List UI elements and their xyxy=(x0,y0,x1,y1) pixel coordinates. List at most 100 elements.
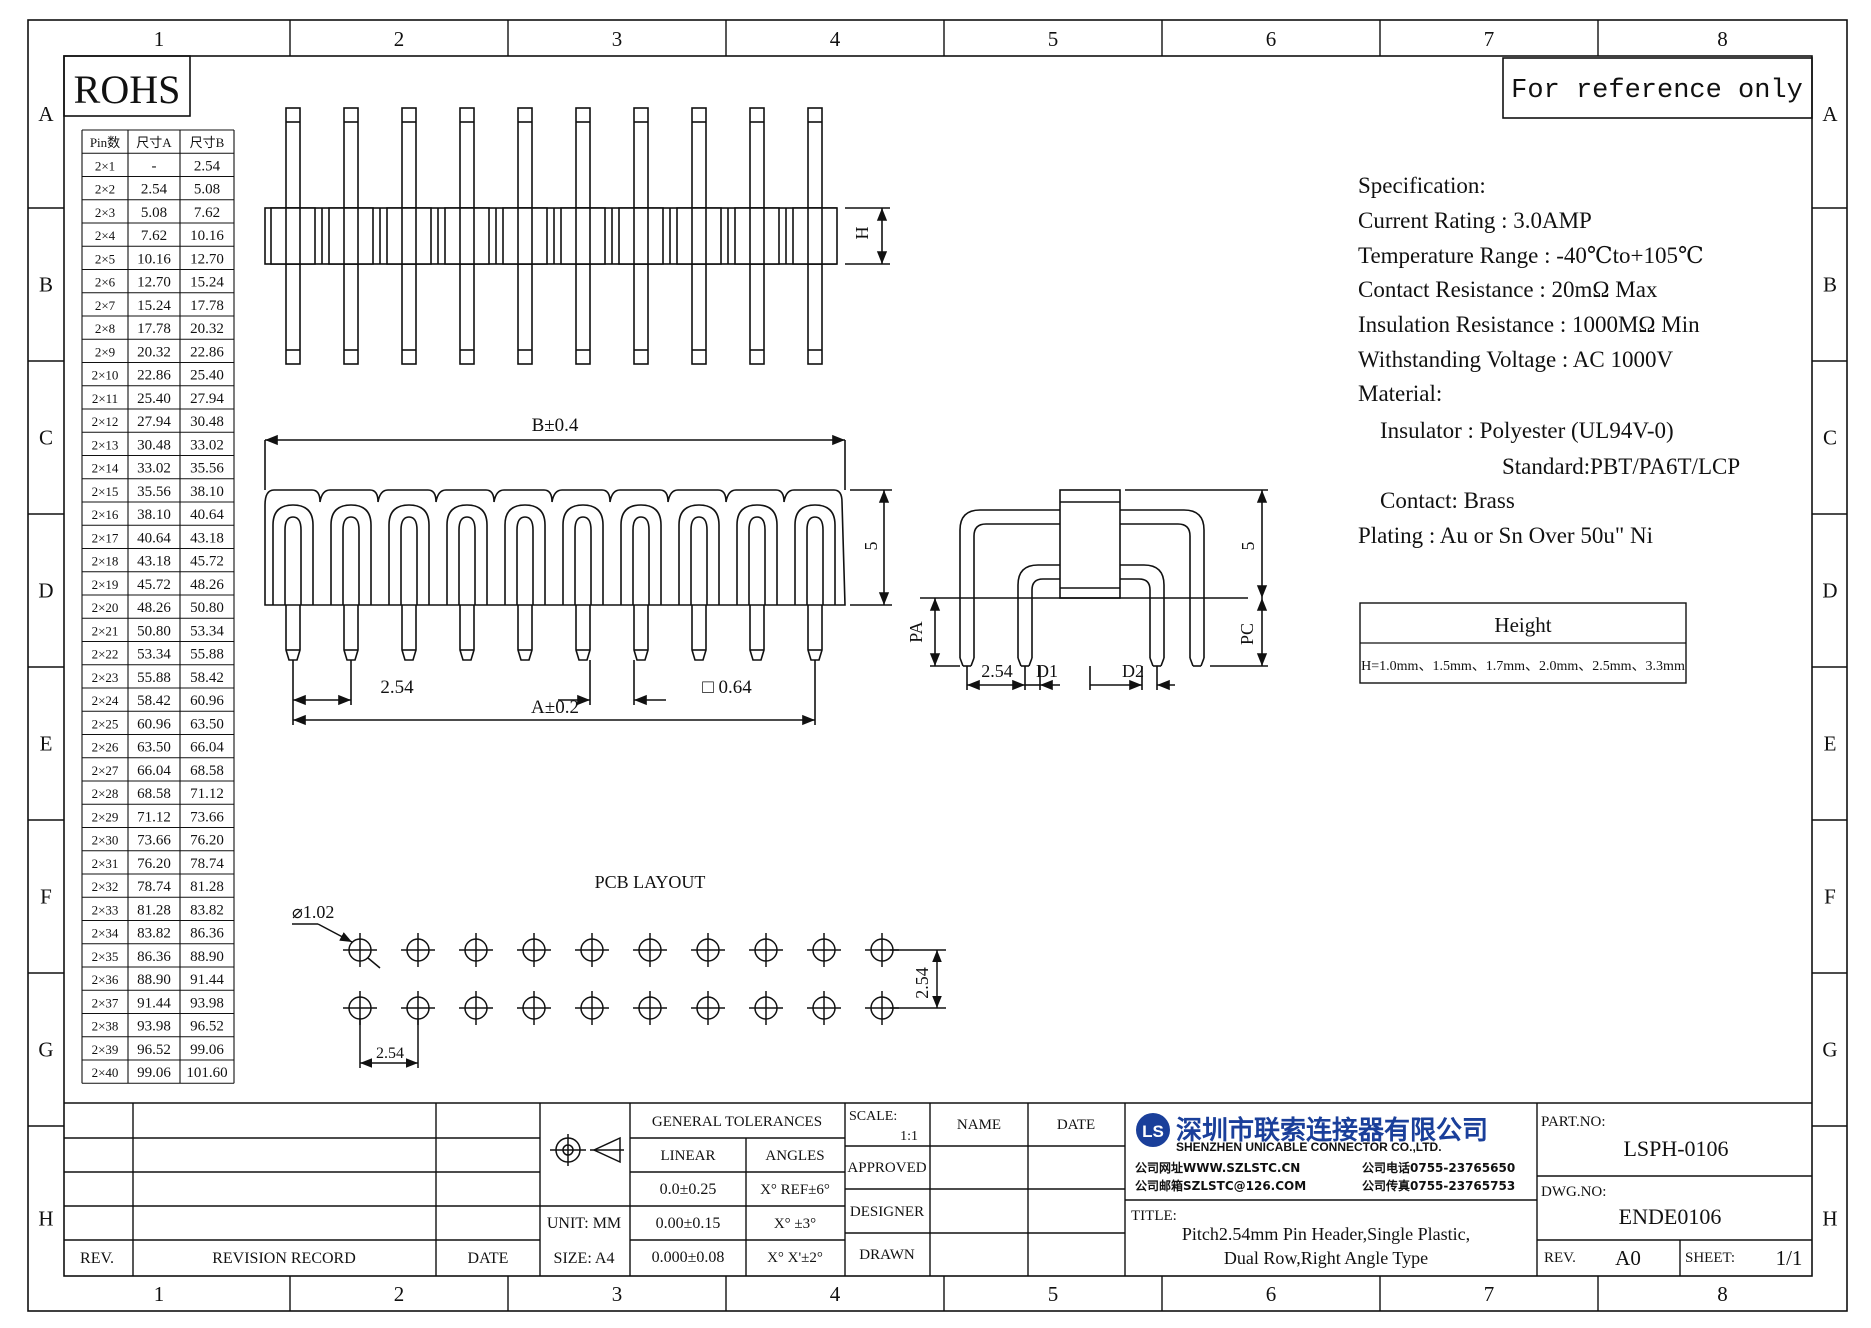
dim-pitch-label: 2.54 xyxy=(380,677,414,698)
zone-column-bottom-1: 1 xyxy=(154,1282,165,1306)
table-cell: 45.72 xyxy=(190,554,224,570)
table-cell: 58.42 xyxy=(190,670,224,686)
dim-pin-square-label: □ 0.64 xyxy=(702,677,752,698)
table-cell: 88.90 xyxy=(137,972,171,988)
table-cell: 63.50 xyxy=(137,740,171,756)
table-cell: 15.24 xyxy=(137,298,171,314)
pcb-col-pitch-label: 2.54 xyxy=(376,1045,404,1062)
side-pin-tip xyxy=(1189,657,1194,667)
pin-loop-outer xyxy=(562,504,604,605)
zone-column-bottom-6: 6 xyxy=(1266,1282,1277,1306)
table-cell: 66.04 xyxy=(137,763,171,779)
zone-row-right-G: G xyxy=(1822,1038,1837,1062)
table-cell: 2×4 xyxy=(95,228,116,243)
table-cell: 2×5 xyxy=(95,251,115,266)
linear-label: LINEAR xyxy=(661,1148,716,1164)
company-website: 公司网址WWW.SZLSTC.CN xyxy=(1135,1160,1300,1175)
table-cell: 2×32 xyxy=(92,879,119,894)
table-cell: 22.86 xyxy=(137,368,171,384)
zone-column-bottom-7: 7 xyxy=(1484,1282,1495,1306)
angles-label: ANGLES xyxy=(765,1148,824,1164)
spec-line: Insulation Resistance : 1000MΩ Min xyxy=(1358,312,1700,337)
pin-loop-outer xyxy=(272,504,314,605)
table-cell: 2×36 xyxy=(92,972,119,987)
table-cell: 71.12 xyxy=(137,809,171,825)
projection-symbol xyxy=(550,1134,624,1166)
table-cell: 2×15 xyxy=(92,484,119,499)
sheet-label: SHEET: xyxy=(1685,1250,1735,1266)
height-box-title: Height xyxy=(1494,613,1551,637)
zone-row-right-A: A xyxy=(1822,102,1838,126)
table-cell: 68.58 xyxy=(190,763,224,779)
side-pin-long-outer xyxy=(959,509,1060,658)
table-cell: 40.64 xyxy=(137,530,171,546)
table-cell: 35.56 xyxy=(137,484,171,500)
revision-record-header: REVISION RECORD xyxy=(212,1250,356,1267)
height-box-values: H=1.0mm、1.5mm、1.7mm、2.0mm、2.5mm、3.3mm xyxy=(1361,659,1685,674)
pin-loop-outer xyxy=(504,504,546,605)
pin-loop-outer xyxy=(388,504,430,605)
table-header-1: 尺寸A xyxy=(136,135,172,150)
pin-loop-inner xyxy=(516,516,534,605)
table-cell: 83.82 xyxy=(190,902,224,918)
table-cell: 2×33 xyxy=(92,902,119,917)
table-cell: 2×13 xyxy=(92,437,119,452)
table-cell: 2×6 xyxy=(95,275,116,290)
revision-date-header: DATE xyxy=(468,1250,509,1267)
table-cell: 22.86 xyxy=(190,344,224,360)
designer-label: DESIGNER xyxy=(850,1204,924,1220)
side-pin-short-inner xyxy=(1031,578,1060,658)
table-cell: 2×26 xyxy=(92,740,119,755)
zone-column-top-5: 5 xyxy=(1048,27,1059,51)
pcb-hole-leader xyxy=(367,957,381,969)
title-block xyxy=(64,1102,1812,1276)
pin-leg xyxy=(633,605,649,661)
dim-d2-label: D2 xyxy=(1122,661,1144,681)
table-cell: 81.28 xyxy=(137,902,171,918)
scale-label: SCALE: xyxy=(849,1109,897,1124)
front-view-drawing xyxy=(264,434,892,726)
rev-value: A0 xyxy=(1615,1246,1641,1270)
side-pin-short-inner xyxy=(1120,578,1151,658)
angle-tolerance-3: X° X'±2° xyxy=(767,1250,823,1266)
table-cell: 43.18 xyxy=(190,530,224,546)
zone-column-bottom-3: 3 xyxy=(612,1282,623,1306)
top-view-drawing xyxy=(264,107,890,365)
general-tolerances-label: GENERAL TOLERANCES xyxy=(652,1114,822,1130)
name-header: NAME xyxy=(957,1117,1001,1133)
pin-loop-inner xyxy=(806,516,824,605)
zone-column-top-6: 6 xyxy=(1266,27,1277,51)
zone-row-right-F: F xyxy=(1824,885,1836,909)
side-pin-tip xyxy=(970,657,975,667)
pin-loop-inner xyxy=(748,516,766,605)
pcb-hole-leader xyxy=(317,923,353,943)
table-cell: 17.78 xyxy=(137,321,171,337)
zone-column-top-2: 2 xyxy=(394,27,405,51)
table-cell: 93.98 xyxy=(190,995,224,1011)
zone-column-top-7: 7 xyxy=(1484,27,1495,51)
table-cell: 2.54 xyxy=(141,182,168,198)
pcb-layout-drawing xyxy=(292,923,946,1068)
svg-text:LS: LS xyxy=(1142,1122,1164,1141)
zone-column-bottom-5: 5 xyxy=(1048,1282,1059,1306)
table-cell: 33.02 xyxy=(190,437,224,453)
zone-column-top-1: 1 xyxy=(154,27,165,51)
dim-d1-label: D1 xyxy=(1036,661,1058,681)
table-cell: 25.40 xyxy=(190,368,224,384)
dim-5-front-label: 5 xyxy=(861,542,881,551)
company-logo: LS xyxy=(1136,1113,1170,1147)
table-cell: 53.34 xyxy=(190,623,224,639)
table-cell: 2×1 xyxy=(95,158,115,173)
dim-pa-label: PA xyxy=(906,621,926,642)
pin-loop-inner xyxy=(690,516,708,605)
table-cell: 2×16 xyxy=(92,507,119,522)
side-view-drawing xyxy=(920,489,1268,691)
unit-label: UNIT: MM xyxy=(547,1215,621,1232)
drawing-title-line2: Dual Row,Right Angle Type xyxy=(1224,1248,1428,1268)
table-cell: 5.08 xyxy=(141,205,167,221)
pin-loop-outer xyxy=(446,504,488,605)
table-cell: 2×11 xyxy=(92,391,118,406)
table-cell: 76.20 xyxy=(137,856,171,872)
table-cell: 2×39 xyxy=(92,1042,119,1057)
